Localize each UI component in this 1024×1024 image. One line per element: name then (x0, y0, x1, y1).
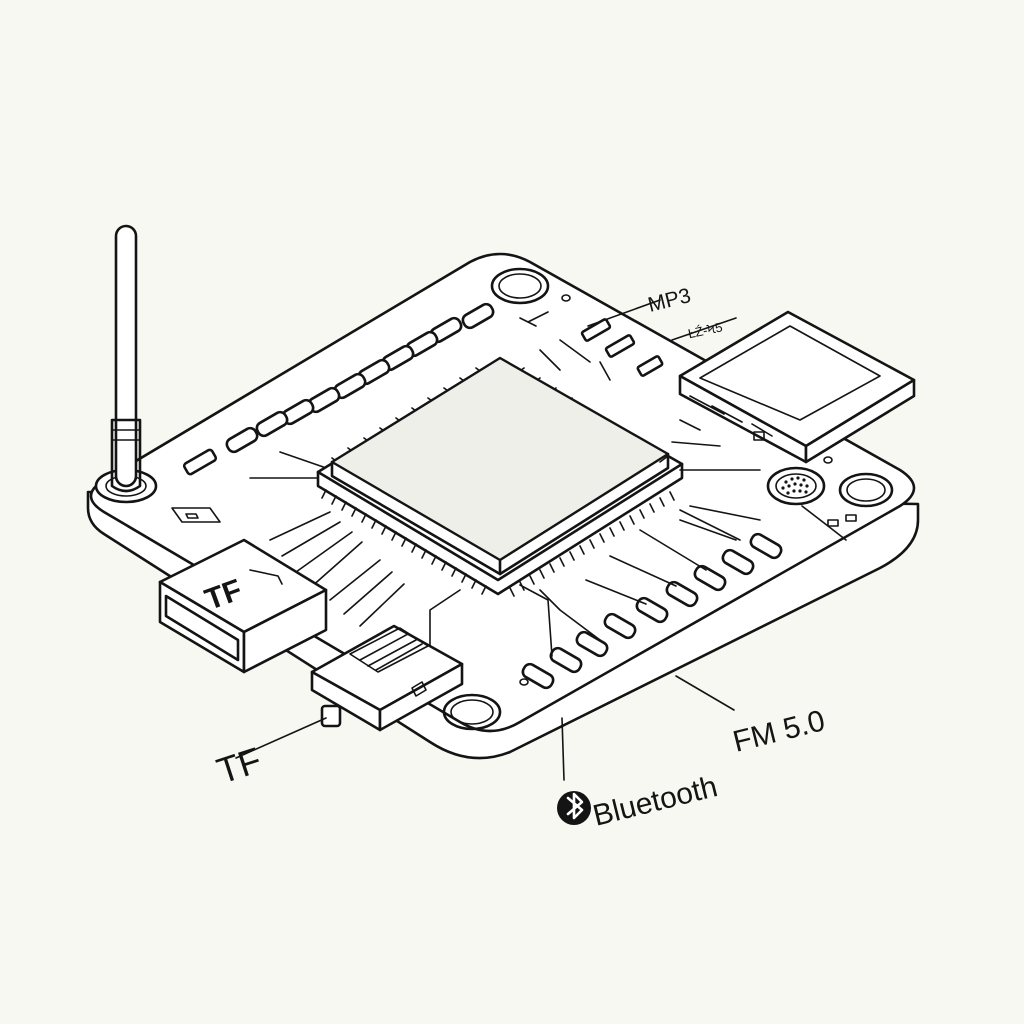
bluetooth-label: Bluetooth (590, 770, 721, 833)
mounting-hole-right (838, 472, 894, 508)
via (823, 456, 833, 464)
bluetooth-callout-line (561, 717, 565, 781)
fm-callout-line (675, 675, 735, 711)
pcb-traces (249, 339, 761, 661)
tf-callout-line (235, 717, 327, 759)
bluetooth-icon (557, 791, 591, 825)
small-component (801, 505, 857, 541)
tf-card-slot[interactable]: TF (158, 538, 328, 674)
tf-pointer-label: TF (212, 739, 267, 792)
antenna (94, 224, 158, 504)
chip-code-label: ŁŹ-Ϟ5 (687, 319, 724, 341)
fm-label: FM 5.0 (730, 704, 829, 759)
chip-code-underline (671, 317, 737, 341)
usb-plug-tip (320, 704, 342, 728)
main-chip (316, 356, 684, 597)
pad-group-mp3 (519, 311, 664, 377)
mp3-callout-line (587, 299, 661, 327)
microphone (766, 466, 826, 506)
mp3-label: MP3 (646, 284, 693, 317)
via (519, 678, 529, 686)
left-component (171, 507, 221, 523)
mounting-hole-top (490, 267, 550, 305)
via (561, 294, 571, 302)
usb-connector[interactable] (310, 624, 464, 732)
pad-row-top (182, 302, 495, 476)
mounting-hole-bottom (442, 693, 502, 731)
sd-card[interactable] (678, 310, 916, 464)
